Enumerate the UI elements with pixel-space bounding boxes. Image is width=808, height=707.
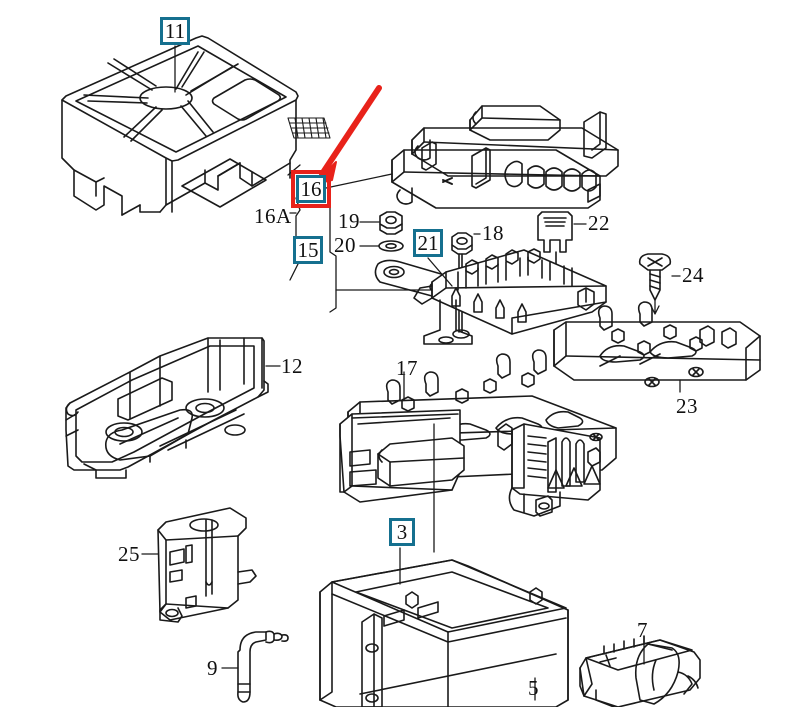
part-fuse-box-housing: [339, 349, 617, 517]
callout-24[interactable]: 24: [682, 263, 704, 287]
part-battery: [319, 559, 569, 707]
callout-16A[interactable]: 16A: [254, 204, 292, 228]
callout-16[interactable]: 16: [296, 175, 326, 203]
callout-12[interactable]: 12: [281, 354, 303, 378]
callout-11[interactable]: 11: [160, 17, 190, 45]
callout-17[interactable]: 17: [396, 356, 418, 380]
callout-18[interactable]: 18: [482, 221, 504, 245]
callout-16-emphasis: [291, 170, 331, 208]
part-relay-module: [157, 507, 257, 623]
callout-19[interactable]: 19: [338, 209, 360, 233]
callout-23[interactable]: 23: [676, 394, 698, 418]
callout-21[interactable]: 21: [413, 229, 443, 257]
part-battery-tray: [65, 337, 269, 479]
part-fuse-holder: [413, 248, 607, 345]
part-hex-nut-19: [379, 211, 403, 235]
callout-25[interactable]: 25: [118, 542, 140, 566]
callout-3[interactable]: 3: [389, 518, 415, 546]
part-relay-carrier-upper: [391, 105, 619, 209]
part-self-tapping-screw: [638, 253, 672, 315]
part-vent-elbow-hose: [237, 630, 289, 703]
part-battery-cover: [61, 35, 331, 216]
part-positive-terminal-cover: [579, 635, 701, 707]
callout-20[interactable]: 20: [334, 233, 356, 257]
part-washer-20: [378, 240, 404, 252]
callout-22[interactable]: 22: [588, 211, 610, 235]
leader-lines: [141, 45, 681, 669]
callout-7[interactable]: 7: [637, 618, 648, 642]
callout-9[interactable]: 9: [207, 656, 218, 680]
callout-15[interactable]: 15: [293, 236, 323, 264]
callout-5[interactable]: 5: [528, 676, 539, 700]
part-fuse-carrier-plate-lower: [553, 301, 761, 393]
